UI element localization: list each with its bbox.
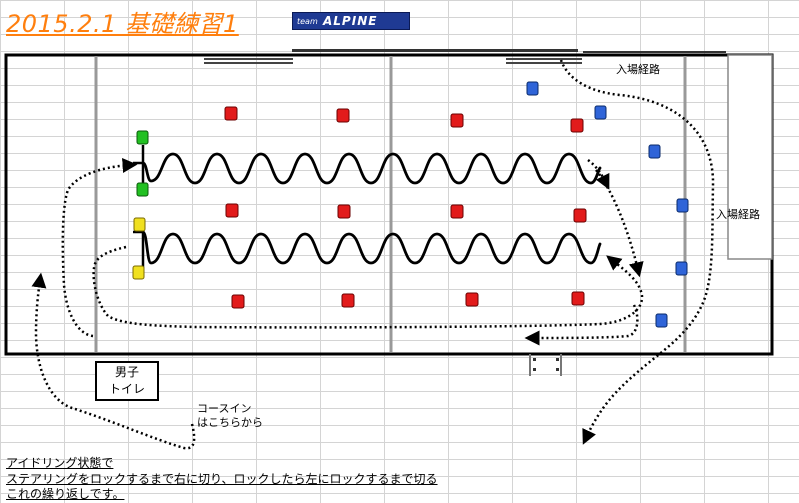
red-cone [337,204,351,219]
green-cone [136,182,149,197]
arrow-loop-upper-return [61,158,138,338]
side-room [727,54,773,260]
red-cones [224,106,587,309]
top-bars [204,49,726,64]
arrow-upper-exit [587,159,610,190]
red-cone [225,203,239,218]
note-line-2: ステアリングをロックするまで右に切り、ロックしたら左にロックするまで切る [6,471,438,486]
red-cone [336,108,350,123]
green-cones [136,130,149,197]
red-cone [224,106,238,121]
entrance-route-label-right: 入場経路 [716,208,760,221]
blue-cone [526,81,539,96]
mens-toilet-box: 男子 トイレ [95,361,159,401]
instruction-notes: アイドリング状態で ステアリングをロックするまで右に切り、ロックしたら左にロック… [6,456,438,503]
red-cone [341,293,355,308]
course-in-label-line2: はこちらから [197,416,263,429]
arena-outline [4,53,774,356]
yellow-cone [132,265,145,280]
toilet-label-line2: トイレ [108,382,145,396]
red-cone [450,204,464,219]
blue-cone [648,144,661,159]
slalom-wave-lower [141,230,602,265]
yellow-cone [133,217,146,232]
blue-cone [594,105,607,120]
toilet-label-line1: 男子 [114,365,139,379]
blue-cones [526,81,689,328]
red-cone [450,113,464,128]
page-title: 2015.2.1 基礎練習1 [6,10,239,38]
arrow-upper-to-lower [595,169,644,278]
blue-cone [675,261,688,276]
arrow-course-in [31,272,196,450]
red-cone [465,292,479,307]
logo-small-text: team [297,17,318,26]
blue-cone [655,313,668,328]
team-alpine-logo: team ALPINE [292,12,410,30]
route-arrows [31,59,715,450]
note-line-3: これの繰り返しです。 [6,487,125,501]
entrance-route-label-top: 入場経路 [616,63,660,76]
arena-dividers [94,56,687,352]
red-cone [570,118,584,133]
yellow-cones [132,217,146,280]
arrow-entrance-route [559,59,715,445]
start-lines [133,145,145,268]
slalom-wave-upper [141,152,602,185]
course-in-label-line1: コースイン [197,402,252,415]
logo-big-text: ALPINE [323,14,378,28]
note-line-1: アイドリング状態で [6,456,114,470]
red-cone [231,294,245,309]
red-cone [571,291,585,306]
gate-posts [529,354,562,376]
red-cone [573,208,587,223]
blue-cone [676,198,689,213]
arrow-bottom-return [524,304,639,346]
arrow-loop-lower-return [92,245,644,329]
green-cone [136,130,149,145]
